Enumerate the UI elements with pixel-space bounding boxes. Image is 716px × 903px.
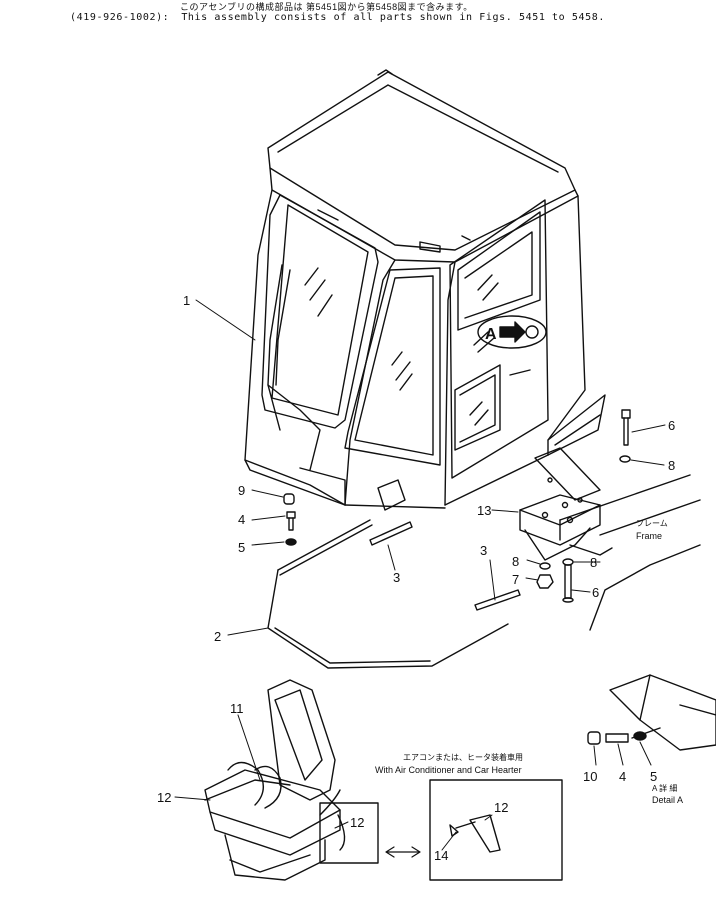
- detail-marker-letter: A: [485, 326, 497, 343]
- frame-label: Frame: [636, 531, 662, 541]
- callout-14: 14: [434, 848, 448, 863]
- callout-3: 3: [480, 543, 487, 558]
- callout-12: 12: [350, 815, 364, 830]
- assembly-note: This assembly consists of all parts show…: [181, 12, 606, 23]
- leader-lines: [174, 299, 666, 851]
- callout-6: 6: [592, 585, 599, 600]
- callout-5: 5: [238, 540, 245, 555]
- header-note-japanese: このアセンブリの構成部品は 第5451図から第5458図まで含みます。: [180, 2, 473, 12]
- callout-4: 4: [238, 512, 245, 527]
- frame-label-jp: フレーム: [636, 519, 668, 528]
- detail-label-jp: A 詳 細: [652, 783, 677, 793]
- callout-9: 9: [238, 483, 245, 498]
- callout-13: 13: [477, 503, 491, 518]
- mount-bracket: [519, 409, 701, 631]
- ac-label: With Air Conditioner and Car Hearter: [375, 765, 522, 775]
- detail-a-view: [587, 674, 716, 751]
- callout-7: 7: [512, 572, 519, 587]
- callout-8: 8: [590, 555, 597, 570]
- callout-10: 10: [583, 769, 597, 784]
- left-fasteners: [283, 493, 297, 546]
- detail-label: Detail A: [652, 795, 683, 805]
- header-note: (419-926-1002): This assembly consists of…: [70, 12, 617, 23]
- part-number: (419-926-1002):: [70, 12, 170, 23]
- ac-label-jp: エアコンまたは、ヒータ装着車用: [403, 752, 523, 762]
- callout-numbers: 1 2 3 3 4 4 5 5 6 6 7 8 8 8 9 10 11 12 1…: [157, 293, 683, 863]
- callout-6: 6: [668, 418, 675, 433]
- cab-assembly: [244, 69, 606, 511]
- callout-12: 12: [494, 800, 508, 815]
- callout-11: 11: [230, 701, 244, 716]
- callout-2: 2: [214, 629, 221, 644]
- callout-8: 8: [668, 458, 675, 473]
- callout-5: 5: [650, 769, 657, 784]
- floor-mat: [267, 519, 521, 669]
- callout-3: 3: [393, 570, 400, 585]
- callout-8: 8: [512, 554, 519, 569]
- ac-inset: [429, 779, 563, 881]
- callout-4: 4: [619, 769, 626, 784]
- callout-12: 12: [157, 790, 171, 805]
- callout-1: 1: [183, 293, 190, 308]
- seat-assembly: [204, 679, 379, 881]
- detail-a-marker: [477, 315, 547, 349]
